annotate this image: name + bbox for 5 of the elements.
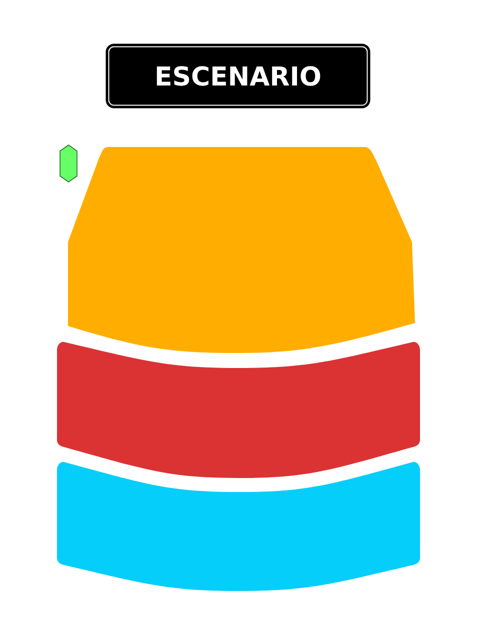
seating-section bbox=[68, 147, 415, 353]
stage-sign: ESCENARIO bbox=[104, 42, 372, 110]
seating-section bbox=[57, 462, 420, 591]
seat-marker bbox=[60, 144, 78, 182]
seating-section bbox=[57, 342, 420, 478]
